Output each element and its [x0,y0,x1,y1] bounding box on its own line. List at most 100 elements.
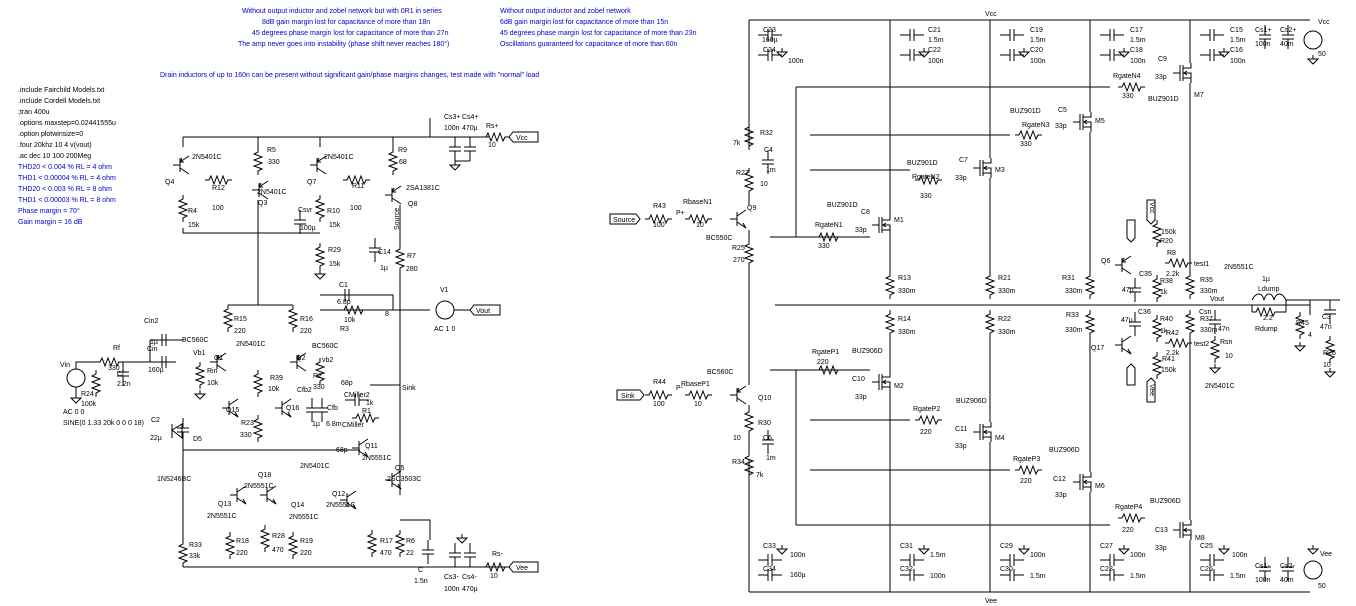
vee-supply-source [1303,560,1323,580]
vcc-supply-label: Vcc [1318,19,1330,26]
rgatep3-label: RgateP3 [1013,456,1040,463]
q8-type: 2SA1381C [406,185,440,192]
rsm-label: Rs- [492,551,504,558]
q13-type: 2N5551C [207,513,237,520]
q7-label: Q7 [307,179,316,186]
c18-value: 100n [1130,58,1146,65]
c29-label: C29 [1000,543,1013,550]
c28-label: C28 [1100,566,1113,573]
c14-label: C14 [378,249,391,256]
note-drain-inductors: Drain inductors of up to 160n can be pre… [160,72,539,79]
c33-label: C33 [763,543,776,550]
vout-flag-label: Vout [476,308,490,315]
r34-value: 7k [756,472,764,479]
r29-value: 15k [329,261,341,268]
r27-value: 10 [760,181,768,188]
bias-vcc-flag-2 [1146,199,1156,225]
r13-label: R13 [898,275,911,282]
m6-label: M6 [1095,483,1105,490]
vb2-label: vb2 [322,357,333,364]
q4-symbol [172,155,190,175]
vb1-label: Vb1 [193,350,206,357]
r39-label: R39 [270,375,283,382]
r7-label: R7 [407,253,416,260]
cs1p-value: 100n [1255,41,1271,48]
directive-line: Gain margin = 16 dB [18,219,83,226]
r38-label: R38 [1160,278,1173,285]
q6-type: 2N5551C [1224,264,1254,271]
rdump-value: 2.2 [1263,315,1273,322]
q18-label: Q18 [258,472,271,479]
directive-line: THD1 < 0.00004 % RL = 4 ohm [18,175,116,182]
r17-label: R17 [380,538,393,545]
bias-vee-flag-2 [1146,377,1156,403]
cf-value: 2.2n [117,381,131,388]
cs3m-value: 100n [444,586,460,593]
c26-label: C26 [1200,566,1213,573]
directive-line: THD20 < 0.003 % RL = 8 ohm [18,186,112,193]
source-input-flag [609,213,641,225]
r18-label: R18 [236,538,249,545]
bias-vee-flag [1126,363,1136,386]
c13-label: C13 [1155,527,1168,534]
csvr-label: Csvr [298,207,313,214]
vee-bottom-label: Vee [985,598,997,605]
note-right-line-4: Oscillations guaranteed for capacitance … [500,41,678,48]
c6-label: C6 [763,435,772,442]
c16-value: 100n [1230,58,1246,65]
vin-label: Vin [60,362,70,369]
c11-value: 33p [955,443,967,450]
pplus-label: P+ [676,210,685,217]
r20-value: 150k [1161,229,1177,236]
vin-source [66,368,86,388]
r25-value: 270 [733,257,745,264]
directive-line: .four 20khz 10 4 v(vout) [18,142,92,149]
c11-label: C11 [955,426,967,433]
r43-label: R43 [653,203,666,210]
q1-type: BC560C [182,337,208,344]
c21-label: C21 [928,27,941,34]
r37-label: R37 [1200,316,1213,323]
vcc-supply-source [1303,30,1323,50]
ldump-inductor [1251,293,1287,301]
c6-value: 1m [766,455,776,462]
r34-label: R34 [732,459,745,466]
r7-value: 280 [406,266,418,273]
q3-label: Q3 [258,200,267,207]
q6-label: Q6 [1101,258,1110,265]
r22-label: R22 [998,316,1011,323]
rgaten3-label: RgateN3 [1022,122,1050,129]
r9-value: 68 [399,159,407,166]
rbasen1-value: 10 [696,222,704,229]
directive-line: THD1 < 0.00003 % RL = 8 ohm [18,197,116,204]
m4-label: M4 [995,435,1005,442]
cf-label: Cf [117,371,124,378]
m3-label: M3 [995,167,1005,174]
r17-value: 470 [380,550,392,557]
r3-extra: 8 [385,311,389,318]
r42-label: R42 [1166,330,1179,337]
c31-value: 1.5m [930,552,946,559]
q4-label: Q4 [165,179,174,186]
r14-value: 330m [898,329,916,336]
directive-line: THD20 < 0.004 % RL = 4 ohm [18,164,112,171]
rgatep1-label: RgateP1 [812,349,839,356]
rsp-value: 10 [488,142,496,149]
cmiller-value: 68p [336,447,348,454]
cmiller-label: CMiller [342,422,364,429]
rf-value: 330 [108,365,120,372]
rin-label: Rin [207,368,218,375]
cs2m-value: 40m [1280,577,1294,584]
c28-value: 1.5m [1130,573,1146,580]
c35-label: C35 [1139,271,1152,278]
c17-label: C17 [1130,27,1143,34]
bias-vee-label: Vee [1148,384,1155,396]
c3-value: 47n [1320,324,1332,331]
r12-value: 100 [212,205,224,212]
c4-value: 1m [766,167,776,174]
c12-value: 33p [1055,492,1067,499]
r23-label: R23 [241,420,254,427]
r31-label: R31 [1062,275,1075,282]
m6-type: BUZ906D [1049,447,1080,454]
